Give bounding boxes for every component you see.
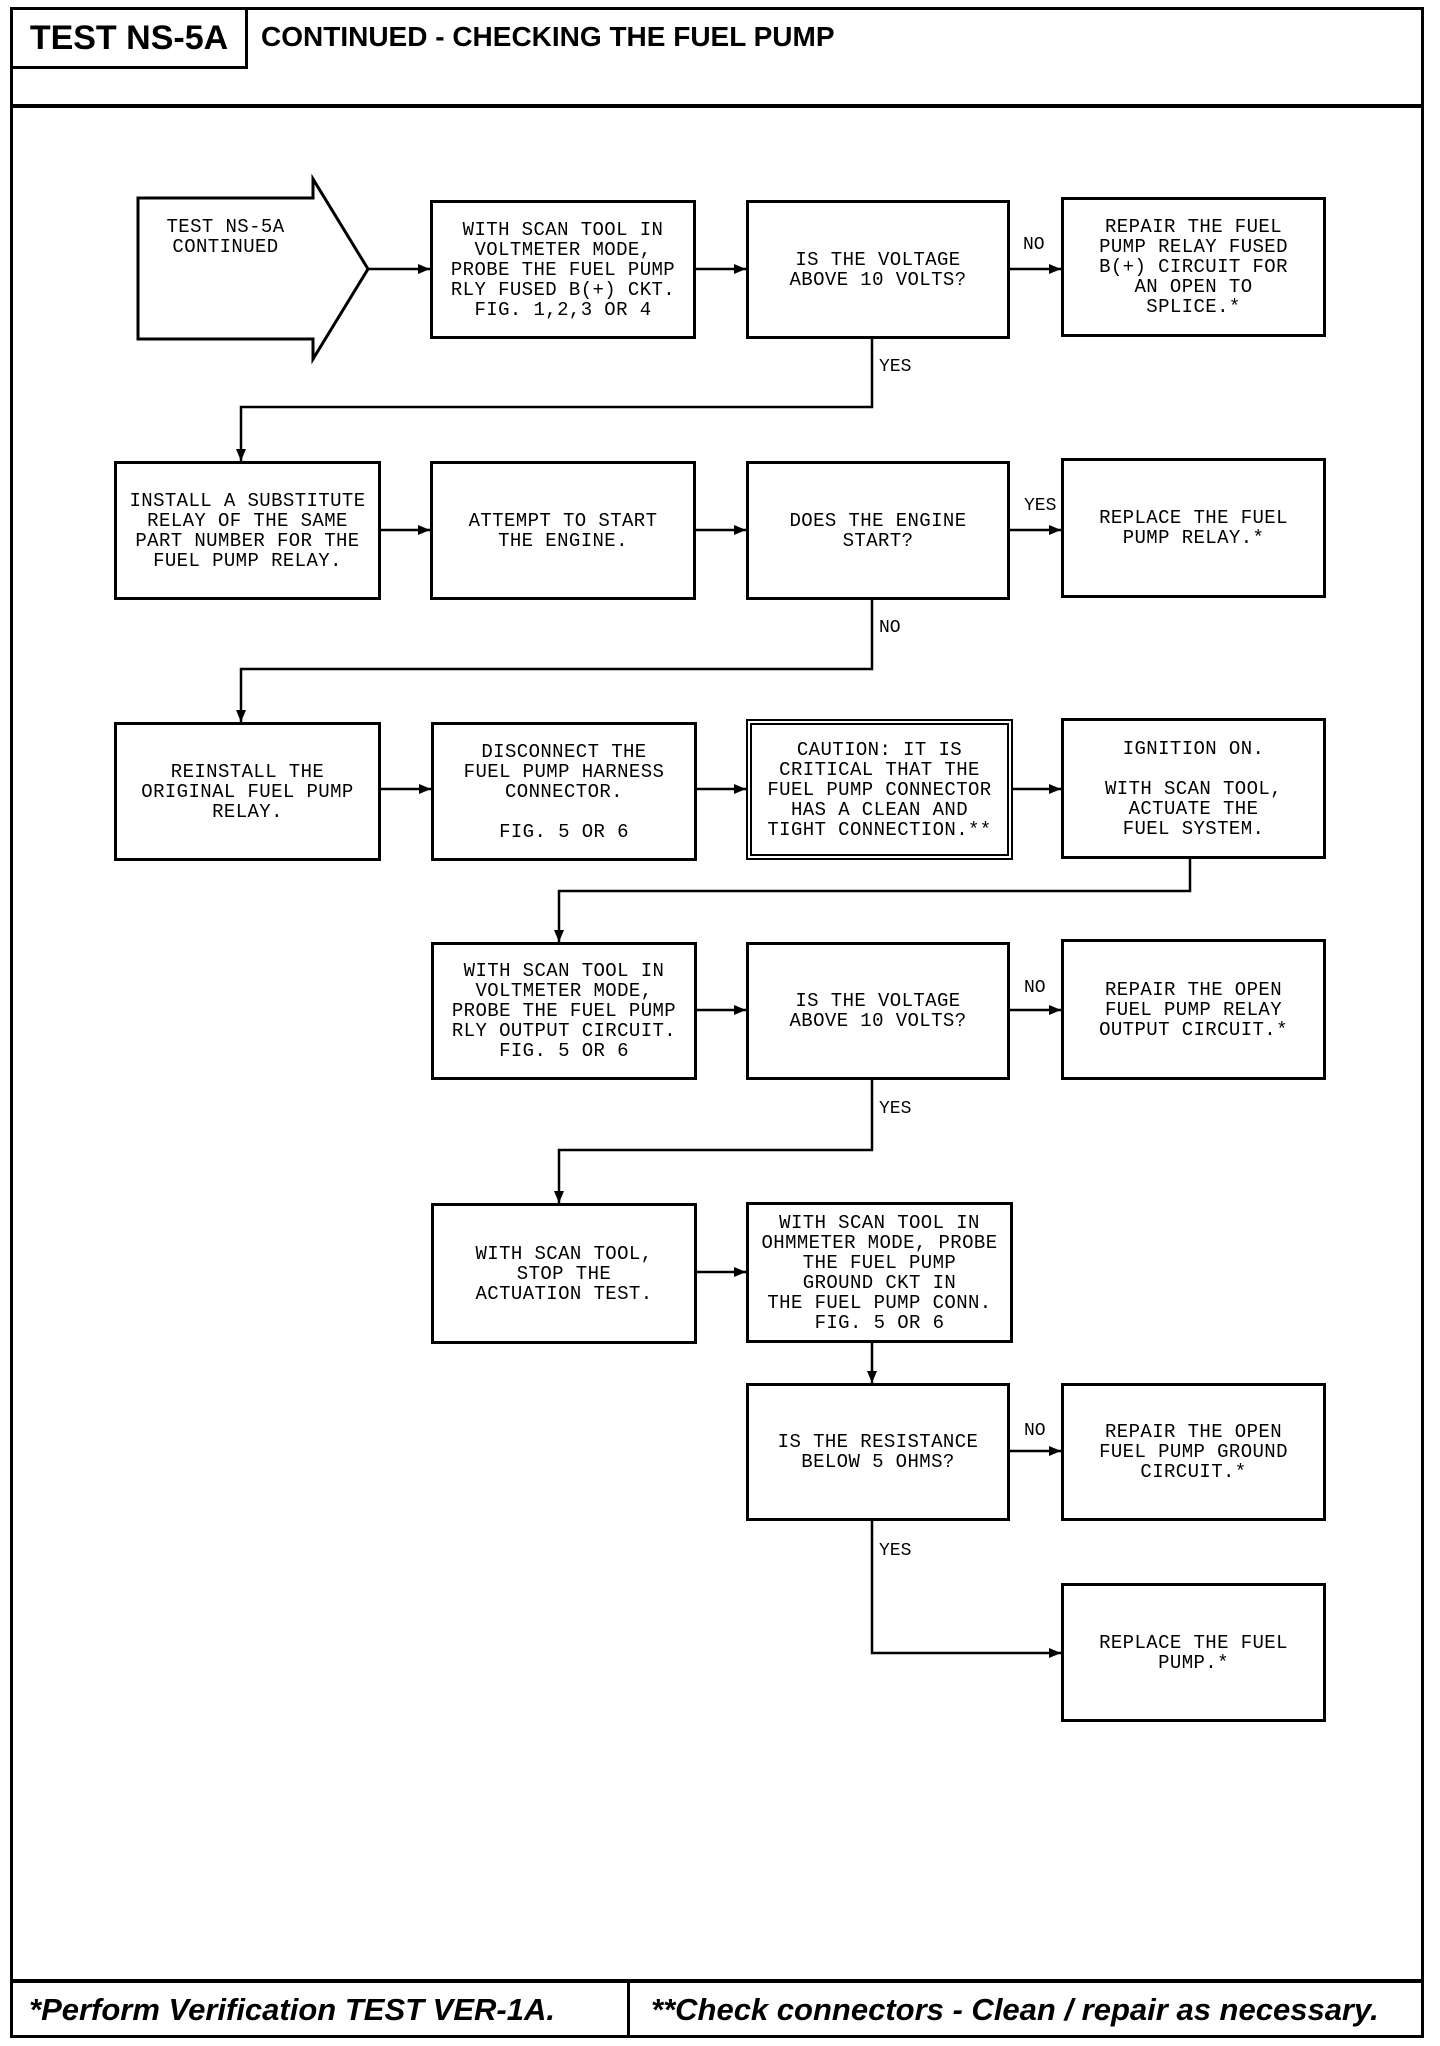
step-box-repair-ground: REPAIR THE OPEN FUEL PUMP GROUND CIRCUIT… (1061, 1383, 1326, 1521)
step-text: WITH SCAN TOOL IN VOLTMETER MODE, PROBE … (450, 218, 676, 321)
branch-label-yes: YES (879, 357, 912, 377)
footer-divider (10, 1979, 1424, 1983)
branch-label-no: NO (879, 618, 901, 638)
step-box-probe-ground: WITH SCAN TOOL IN OHMMETER MODE, PROBE T… (746, 1202, 1013, 1343)
footer-column-divider (627, 1981, 630, 2038)
step-text: WITH SCAN TOOL IN VOLTMETER MODE, PROBE … (451, 960, 677, 1062)
step-text: WITH SCAN TOOL IN OHMMETER MODE, PROBE T… (761, 1211, 998, 1334)
step-text: IS THE VOLTAGE ABOVE 10 VOLTS? (789, 990, 967, 1032)
step-text: REPLACE THE FUEL PUMP RELAY.* (1099, 507, 1288, 549)
page-frame (10, 7, 1424, 2038)
caution-text: CAUTION: IT IS CRITICAL THAT THE FUEL PU… (767, 738, 992, 841)
test-id: TEST NS-5A (29, 18, 229, 57)
decision-box-engine-start: DOES THE ENGINE START? (746, 461, 1010, 600)
caution-box: CAUTION: IT IS CRITICAL THAT THE FUEL PU… (746, 719, 1013, 860)
decision-box-voltage-check-2: IS THE VOLTAGE ABOVE 10 VOLTS? (746, 942, 1010, 1080)
step-box-probe-fused-circuit: WITH SCAN TOOL IN VOLTMETER MODE, PROBE … (430, 200, 696, 339)
step-text: REINSTALL THE ORIGINAL FUEL PUMP RELAY. (141, 760, 354, 823)
step-text: DISCONNECT THE FUEL PUMP HARNESS CONNECT… (463, 740, 665, 843)
branch-label-no: NO (1024, 1421, 1046, 1441)
step-box-repair-relay-output: REPAIR THE OPEN FUEL PUMP RELAY OUTPUT C… (1061, 939, 1326, 1080)
connector-voltage-check-2-yes (554, 1080, 874, 1203)
step-text: REPAIR THE OPEN FUEL PUMP GROUND CIRCUIT… (1099, 1421, 1288, 1483)
step-box-replace-relay: REPLACE THE FUEL PUMP RELAY.* (1061, 458, 1326, 598)
header-divider (10, 104, 1424, 108)
step-text: INSTALL A SUBSTITUTE RELAY OF THE SAME P… (129, 489, 366, 572)
branch-label-no: NO (1023, 235, 1045, 255)
connector-voltage-check-1-yes (236, 339, 874, 461)
step-box-install-substitute-relay: INSTALL A SUBSTITUTE RELAY OF THE SAME P… (114, 461, 381, 600)
footer-verification-note: *Perform Verification TEST VER-1A. (29, 1992, 555, 2027)
page-title: CONTINUED - CHECKING THE FUEL PUMP (261, 21, 835, 52)
step-box-stop-actuation: WITH SCAN TOOL, STOP THE ACTUATION TEST. (431, 1203, 697, 1344)
step-text: REPAIR THE OPEN FUEL PUMP RELAY OUTPUT C… (1099, 978, 1288, 1041)
decision-box-voltage-check-1: IS THE VOLTAGE ABOVE 10 VOLTS? (746, 200, 1010, 339)
branch-label-yes: YES (1024, 496, 1057, 516)
branch-label-no: NO (1024, 978, 1046, 998)
step-box-attempt-start: ATTEMPT TO START THE ENGINE. (430, 461, 696, 600)
step-text: IS THE VOLTAGE ABOVE 10 VOLTS? (789, 248, 967, 291)
step-box-probe-relay-output: WITH SCAN TOOL IN VOLTMETER MODE, PROBE … (431, 942, 697, 1080)
step-box-replace-pump: REPLACE THE FUEL PUMP.* (1061, 1583, 1326, 1722)
step-text: REPAIR THE FUEL PUMP RELAY FUSED B(+) CI… (1099, 216, 1288, 318)
start-arrow-shape (136, 173, 370, 365)
step-box-actuate-fuel-system: IGNITION ON. WITH SCAN TOOL, ACTUATE THE… (1061, 718, 1326, 859)
footer-connector-note: **Check connectors - Clean / repair as n… (651, 1992, 1379, 2027)
start-arrow-label: TEST NS-5A CONTINUED (166, 216, 285, 258)
step-box-reinstall-relay: REINSTALL THE ORIGINAL FUEL PUMP RELAY. (114, 722, 381, 861)
step-text: WITH SCAN TOOL, STOP THE ACTUATION TEST. (475, 1242, 653, 1305)
test-id-box: TEST NS-5A (10, 7, 248, 69)
step-box-disconnect-harness: DISCONNECT THE FUEL PUMP HARNESS CONNECT… (431, 722, 697, 861)
step-text: DOES THE ENGINE START? (789, 509, 967, 552)
step-text: IGNITION ON. WITH SCAN TOOL, ACTUATE THE… (1104, 737, 1283, 840)
step-text: REPLACE THE FUEL PUMP.* (1099, 1631, 1288, 1674)
connector-engine-start-no (236, 600, 874, 722)
branch-label-yes: YES (879, 1099, 912, 1119)
branch-label-yes: YES (879, 1541, 912, 1561)
step-text: ATTEMPT TO START THE ENGINE. (468, 509, 658, 552)
connector-resistance-check-yes (870, 1521, 1061, 1658)
decision-box-resistance-check: IS THE RESISTANCE BELOW 5 OHMS? (746, 1383, 1010, 1521)
connector-actuate-to-probe-output (554, 859, 1192, 942)
step-box-repair-fused-circuit: REPAIR THE FUEL PUMP RELAY FUSED B(+) CI… (1061, 197, 1326, 337)
step-text: IS THE RESISTANCE BELOW 5 OHMS? (777, 1431, 979, 1473)
